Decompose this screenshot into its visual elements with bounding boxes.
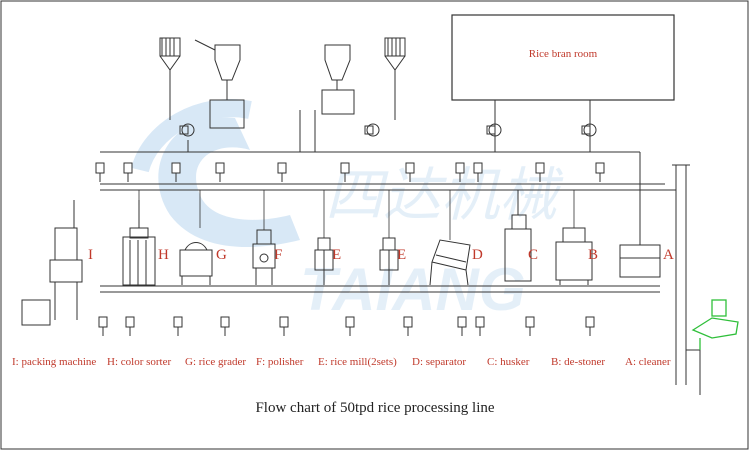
upper-valve-icon [473, 162, 483, 182]
lower-valve-icon [173, 316, 183, 336]
watermark-text: TAIANG [300, 256, 526, 323]
upper-valve-icon [215, 162, 225, 182]
lower-valve-icon [475, 316, 485, 336]
upper-valve-icon [340, 162, 350, 182]
legend-item-separator: D: separator [412, 356, 467, 368]
machine-letter-h: H [158, 247, 169, 263]
lower-valve-icon [525, 316, 535, 336]
watermark-glyphs: 四达机械 [325, 163, 564, 228]
elevator [665, 164, 701, 395]
lower-valve-icon [403, 316, 413, 336]
green-hopper [691, 299, 739, 350]
lower-valves [98, 316, 595, 336]
upper-valve-icon [123, 162, 133, 182]
dust-collector-middle [321, 37, 406, 137]
lower-valve-icon [220, 316, 230, 336]
legend-item-husker: C: husker [487, 356, 530, 368]
diagram-caption: Flow chart of 50tpd rice processing line [255, 400, 495, 416]
machine-letter-a: A [663, 247, 674, 263]
upper-valves [95, 162, 605, 182]
legend-item-packing-machine: I: packing machine [12, 356, 97, 368]
machine-letter-d: D [472, 247, 483, 263]
polisher [252, 229, 276, 285]
watermark-logo: 四达机械 TAIANG [131, 99, 564, 323]
dust-collector-left [159, 37, 245, 152]
fans-bran-room [486, 123, 597, 137]
upper-valve-icon [405, 162, 415, 182]
lower-valve-icon [125, 316, 135, 336]
upper-valve-icon [535, 162, 545, 182]
legend-item-polisher: F: polisher [256, 356, 304, 368]
upper-valve-icon [95, 162, 105, 182]
machine-letter-i: I [88, 247, 93, 263]
machine-letter-f: F [274, 247, 283, 263]
legend-item-color-sorter: H: color sorter [107, 356, 172, 368]
rice-bran-room-box [451, 14, 675, 101]
machine-letter-b: B [588, 247, 599, 263]
machine-letter-e2: E [397, 247, 407, 263]
upper-valve-icon [595, 162, 605, 182]
machine-letter-g: G [216, 247, 227, 263]
lower-conveyor [100, 285, 660, 293]
lower-valve-icon [279, 316, 289, 336]
de-stoner [555, 227, 593, 285]
upper-valve-icon [171, 162, 181, 182]
rice-grader [179, 242, 213, 285]
upper-conveyor [100, 183, 665, 191]
separator [429, 239, 471, 286]
color-sorter [122, 200, 156, 286]
legend-item-rice-grader: G: rice grader [185, 356, 247, 368]
conveyor-drops [138, 190, 575, 240]
legend-item-rice-mill: E: rice mill(2sets) [318, 356, 397, 368]
lower-valve-icon [345, 316, 355, 336]
cleaner [619, 230, 661, 278]
machine-letter-e1: E [332, 247, 342, 263]
lower-valve-icon [457, 316, 467, 336]
upper-valve-icon [455, 162, 465, 182]
legend-item-cleaner: A: cleaner [625, 356, 671, 368]
machine-letter-c: C [528, 247, 539, 263]
lower-valve-icon [98, 316, 108, 336]
rice-bran-room-label: Rice bran room [528, 48, 598, 60]
legend-item-de-stoner: B: de-stoner [551, 356, 606, 368]
husker [504, 190, 532, 282]
upper-valve-icon [277, 162, 287, 182]
packing-machine [21, 200, 83, 326]
lower-valve-icon [585, 316, 595, 336]
